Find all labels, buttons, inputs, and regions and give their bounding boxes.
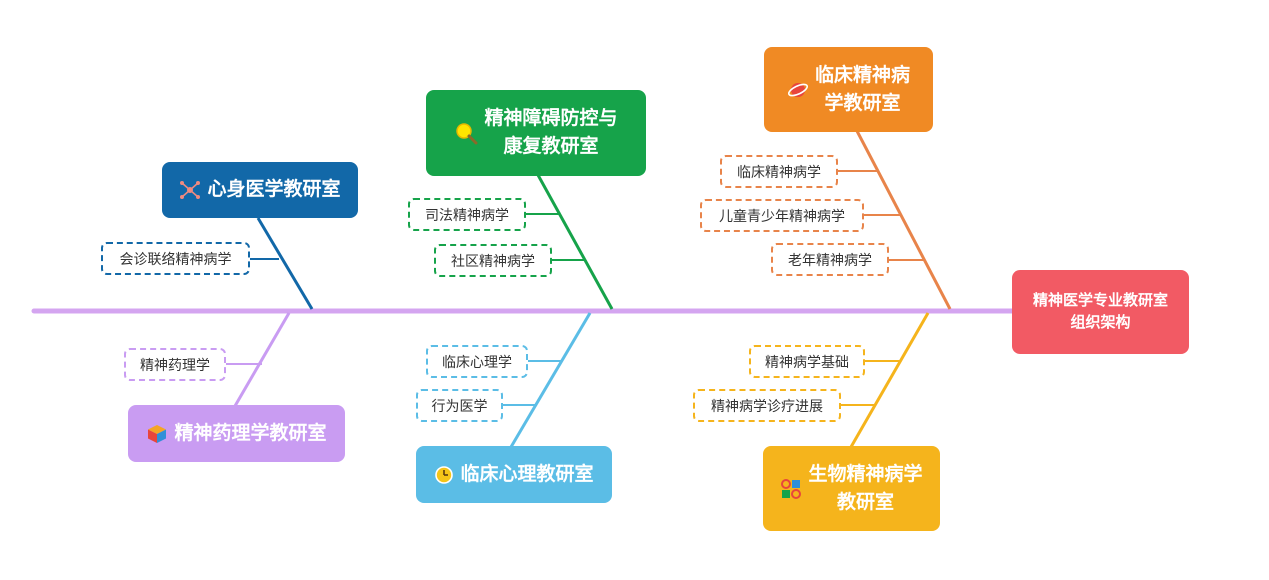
branch-rehab[interactable]: 精神障碍防控与 康复教研室 xyxy=(426,90,646,176)
bone-biological xyxy=(849,312,930,448)
leaf-forensic-psychiatry[interactable]: 司法精神病学 xyxy=(408,198,526,231)
root-label: 精神医学专业教研室 组织架构 xyxy=(1032,291,1168,331)
leaf-community-psychiatry[interactable]: 社区精神病学 xyxy=(434,244,552,277)
branch-psychosomatic[interactable]: 心身医学教研室 xyxy=(162,162,358,218)
clock-icon xyxy=(434,465,454,485)
leaf-consultation-liaison-label: 会诊联络精神病学 xyxy=(119,251,232,268)
leaf-child-adolescent-psychiatry[interactable]: 儿童青少年精神病学 xyxy=(700,199,864,232)
leaf-community-psychiatry-label: 社区精神病学 xyxy=(451,253,535,270)
branch-pharmacology-label: 精神药理学教研室 xyxy=(174,421,327,444)
leaf-behavioral-medicine-label: 行为医学 xyxy=(431,398,488,415)
branch-pharmacology[interactable]: 精神药理学教研室 xyxy=(128,405,345,462)
branch-clinical-psychiatry-label: 临床精神病 学教研室 xyxy=(814,63,910,114)
leaf-clinical-psychology[interactable]: 临床心理学 xyxy=(426,345,528,378)
branch-clinical-psychology[interactable]: 临床心理教研室 xyxy=(416,446,612,503)
bone-clinical-psychiatry xyxy=(855,130,952,310)
leaf-psychiatry-basics-label: 精神病学基础 xyxy=(765,354,849,371)
network-icon xyxy=(179,179,201,201)
bone-pharmacology xyxy=(233,312,291,407)
leaf-psychiatry-advances[interactable]: 精神病学诊疗进展 xyxy=(693,389,841,422)
leaf-clinical-psychiatry[interactable]: 临床精神病学 xyxy=(720,155,838,188)
bone-psychosomatic xyxy=(256,217,314,310)
leaf-geriatric-psychiatry[interactable]: 老年精神病学 xyxy=(771,243,889,276)
leaf-child-adolescent-psychiatry-label: 儿童青少年精神病学 xyxy=(719,208,845,225)
branch-rehab-label: 精神障碍防控与 康复教研室 xyxy=(484,107,618,157)
magnifier-icon xyxy=(454,121,478,145)
branch-biological-label: 生物精神病学 教研室 xyxy=(808,462,923,513)
bone-clinical-psychology xyxy=(509,312,592,448)
leaf-psychopharmacology-label: 精神药理学 xyxy=(140,357,210,374)
leaf-geriatric-psychiatry-label: 老年精神病学 xyxy=(788,252,872,269)
leaf-psychopharmacology[interactable]: 精神药理学 xyxy=(124,348,226,381)
branch-biological[interactable]: 生物精神病学 教研室 xyxy=(763,446,940,531)
branch-clinical-psychiatry[interactable]: 临床精神病 学教研室 xyxy=(764,47,933,132)
planet-icon xyxy=(787,79,809,101)
leaf-clinical-psychiatry-label: 临床精神病学 xyxy=(737,164,821,181)
leaf-forensic-psychiatry-label: 司法精神病学 xyxy=(425,207,509,224)
branch-clinical-psychology-label: 临床心理教研室 xyxy=(460,462,594,485)
root-node[interactable]: 精神医学专业教研室 组织架构 xyxy=(1012,270,1189,354)
leaf-psychiatry-advances-label: 精神病学诊疗进展 xyxy=(711,398,823,415)
leaf-consultation-liaison[interactable]: 会诊联络精神病学 xyxy=(101,242,250,275)
cube-icon xyxy=(146,423,168,445)
grid-icon xyxy=(780,478,802,500)
leaf-psychiatry-basics[interactable]: 精神病学基础 xyxy=(749,345,865,378)
leaf-behavioral-medicine[interactable]: 行为医学 xyxy=(416,389,503,422)
branch-psychosomatic-label: 心身医学教研室 xyxy=(207,178,341,201)
leaf-clinical-psychology-label: 临床心理学 xyxy=(442,354,512,371)
bone-rehab xyxy=(536,174,614,310)
